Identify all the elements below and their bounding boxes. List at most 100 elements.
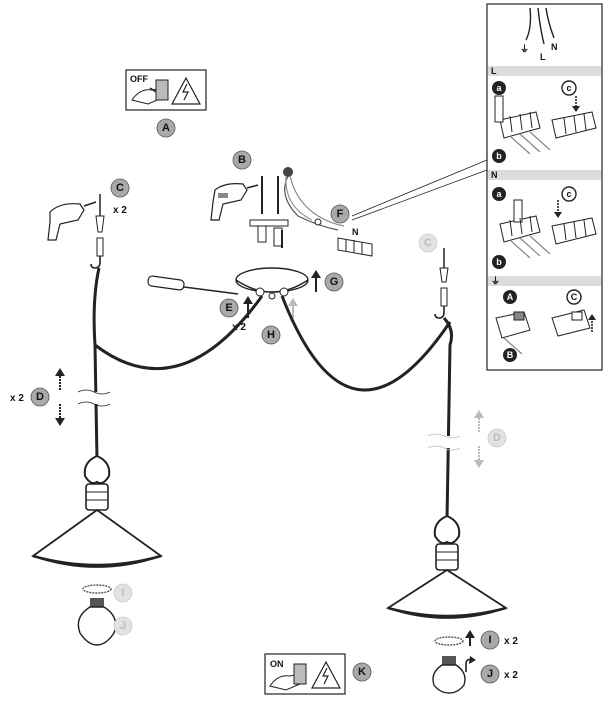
svg-text:A: A [507, 292, 514, 302]
ceiling-hook-icon [90, 194, 105, 269]
screwdriver-icon [147, 275, 239, 295]
step-badge-l-a: a [492, 81, 506, 95]
bulb-ring-icon [434, 636, 464, 646]
connector-closed-icon [551, 200, 597, 245]
bulb-ring-icon [82, 584, 112, 594]
step-badge-d-right: D [487, 428, 507, 448]
section-bar-n [488, 170, 601, 180]
step-badge-c-left: C [110, 178, 130, 198]
up-arrow-icon [288, 298, 298, 318]
ceiling-hook-icon [434, 248, 449, 319]
on-label: ON [270, 659, 284, 669]
light-bulb-icon [432, 656, 466, 694]
earth-wire-label: ⏚ [520, 44, 529, 54]
connector-lever-open-icon [494, 95, 551, 155]
section-bar-l [488, 66, 601, 76]
earth-connector-closed-icon [551, 309, 596, 337]
i-right-multiplier: x 2 [504, 636, 518, 647]
hand-switch-icon [269, 663, 307, 691]
pendant-lamp-right [385, 514, 509, 619]
svg-text:C: C [116, 182, 124, 194]
step-badge-c-right: C [418, 233, 438, 253]
inset-leader-line [351, 169, 488, 221]
section-title-n: N [491, 170, 498, 180]
c-left-multiplier: x 2 [113, 205, 127, 216]
step-badge-n-c: c [561, 186, 577, 202]
svg-text:D: D [493, 432, 501, 444]
step-badge-g: G [324, 272, 344, 292]
terminal-block-icon: N [337, 227, 373, 257]
wire-bundle-icon [283, 167, 345, 231]
section-bar-earth [488, 276, 601, 286]
svg-text:c: c [566, 189, 571, 199]
e-multiplier: x 2 [232, 322, 246, 333]
step-badge-j-left: J [113, 616, 133, 636]
svg-text:D: D [36, 391, 44, 403]
svg-text:K: K [358, 666, 366, 678]
svg-text:C: C [424, 237, 432, 249]
off-label: OFF [130, 74, 148, 84]
connector-lever-open-icon [499, 199, 551, 259]
d-left-multiplier: x 2 [10, 393, 24, 404]
svg-text:E: E [225, 302, 232, 314]
svg-text:C: C [571, 292, 578, 302]
svg-text:a: a [496, 83, 502, 93]
svg-text:c: c [566, 83, 571, 93]
electric-hazard-icon [170, 76, 202, 105]
hand-switch-icon [131, 79, 169, 105]
cord-left-drop [92, 267, 101, 461]
svg-text:a: a [496, 189, 502, 199]
cord-right-drop [442, 316, 453, 521]
adjust-length-arrows-icon [474, 410, 484, 468]
earth-connector-open-icon [495, 311, 531, 355]
drill-icon [210, 183, 259, 221]
svg-text:B: B [238, 154, 246, 166]
cord-left-swag [94, 295, 264, 370]
svg-text:b: b [496, 257, 502, 267]
svg-text:I: I [121, 587, 124, 599]
step-badge-b: B [232, 150, 252, 170]
power-on-switch-panel: ON [264, 653, 346, 695]
svg-text:b: b [496, 151, 502, 161]
step-badge-l-c: c [561, 80, 577, 96]
up-arrow-icon [465, 630, 475, 646]
step-badge-h: H [261, 325, 281, 345]
step-badge-n-a: a [492, 187, 506, 201]
step-badge-e: E [219, 298, 239, 318]
svg-text:G: G [330, 276, 339, 288]
inset-leader-line [351, 159, 488, 217]
j-right-multiplier: x 2 [504, 670, 518, 681]
svg-text:J: J [120, 620, 126, 632]
step-badge-n-b: b [492, 255, 506, 269]
up-arrow-icon [311, 270, 321, 292]
cord-length-break [428, 436, 466, 448]
step-badge-j-right: J [480, 664, 500, 684]
step-badge-a: A [156, 118, 176, 138]
connector-closed-icon [551, 96, 597, 139]
section-title-earth: ⏚ [491, 276, 500, 286]
drill-icon [47, 201, 97, 241]
step-badge-l-b: b [492, 149, 506, 163]
rotate-arrow-icon [465, 656, 476, 672]
pendant-lamp-left [31, 454, 163, 568]
step-badge-d-left: D [30, 387, 50, 407]
step-badge-i-left: I [113, 583, 133, 603]
cord-right-swag [280, 295, 452, 392]
mains-wires-icon: ⏚ L N [520, 7, 558, 62]
svg-text:F: F [337, 208, 344, 220]
neutral-wire-label: N [551, 42, 558, 52]
step-badge-f: F [330, 204, 350, 224]
svg-text:J: J [487, 668, 493, 680]
cord-length-break [78, 392, 116, 404]
ceiling-canopy [235, 267, 309, 300]
step-badge-earth-b: B [503, 348, 517, 362]
svg-text:A: A [162, 122, 170, 134]
svg-text:B: B [507, 350, 514, 360]
step-badge-k: K [352, 662, 372, 682]
svg-text:H: H [267, 329, 275, 341]
live-wire-label: L [540, 52, 546, 62]
power-off-switch-panel: OFF [125, 69, 207, 111]
step-badge-earth-c: C [566, 289, 582, 305]
step-badge-earth-a: A [503, 290, 517, 304]
